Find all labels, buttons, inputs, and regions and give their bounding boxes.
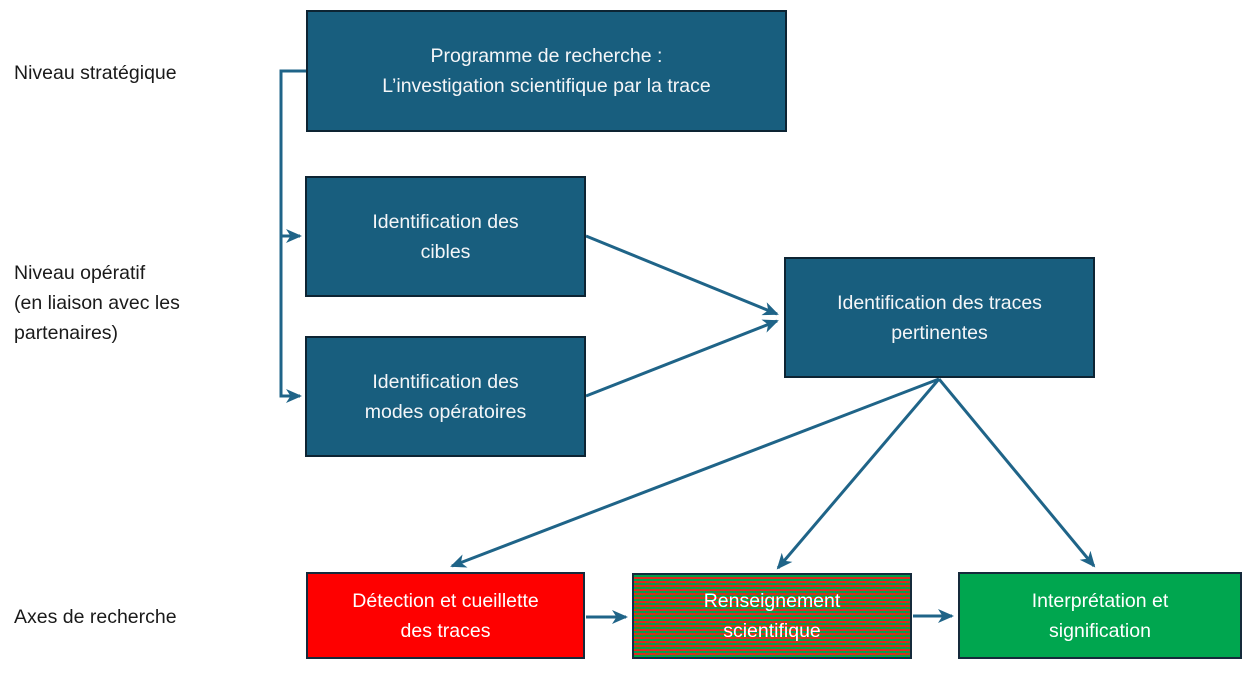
row-label-strategic-level: Niveau stratégique bbox=[14, 62, 177, 84]
row-label-research-axes: Axes de recherche bbox=[14, 606, 177, 628]
arrow-traces-to-intelligence bbox=[776, 378, 941, 570]
row-label-operative-level: Niveau opératif (en liaison avec les par… bbox=[14, 262, 180, 344]
arrow-modus-to-traces bbox=[585, 319, 779, 398]
box-interpretation-signification: Interprétation et signification bbox=[958, 572, 1242, 659]
box-identification-relevant-traces: Identification des traces pertinentes bbox=[784, 257, 1095, 378]
box-research-program: Programme de recherche : L’investigation… bbox=[306, 10, 787, 132]
box-scientific-intelligence: Renseignement scientifique bbox=[632, 573, 912, 659]
connector-trunk-program-to-modus bbox=[279, 69, 306, 403]
box-identification-targets: Identification des cibles bbox=[305, 176, 586, 297]
arrow-traces-to-interpretation bbox=[937, 378, 1096, 568]
arrow-targets-to-traces bbox=[585, 234, 779, 316]
box-detection-collection-traces: Détection et cueillette des traces bbox=[306, 572, 585, 659]
box-identification-modus-operandi: Identification des modes opératoires bbox=[305, 336, 586, 457]
